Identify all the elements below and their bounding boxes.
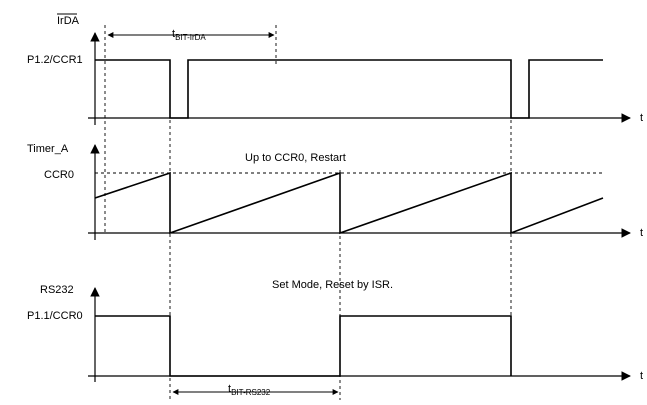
irda-time-label: t xyxy=(640,112,643,124)
timer-ccr0-label: CCR0 xyxy=(44,169,74,181)
irda-panel: IrDA P1.2/CCR1 t tBIT-IrDA xyxy=(27,13,643,125)
rs232-waveform xyxy=(95,315,512,377)
rs232-bit-sub: BIT-RS232 xyxy=(231,388,271,397)
rs232-label: RS232 xyxy=(40,284,74,296)
irda-pin-label: P1.2/CCR1 xyxy=(27,54,83,66)
irda-waveform xyxy=(95,59,603,119)
timer-time-label: t xyxy=(640,227,643,239)
irda-label: IrDA xyxy=(57,15,80,27)
rs232-annotation: Set Mode, Reset by ISR. xyxy=(272,279,393,291)
rs232-bit-dimension-label: tBIT-RS232 xyxy=(228,383,271,397)
timer-panel: Timer_A CCR0 t Up to CCR0, Restart xyxy=(27,143,643,240)
timer-annotation: Up to CCR0, Restart xyxy=(245,152,346,164)
rs232-panel: RS232 P1.1/CCR0 t Set Mode, Reset by ISR… xyxy=(27,279,643,397)
timer-sawtooth xyxy=(94,171,604,235)
rs232-pin-label: P1.1/CCR0 xyxy=(27,310,83,322)
rs232-time-label: t xyxy=(640,370,643,382)
timer-label: Timer_A xyxy=(27,143,69,155)
irda-bit-t: t xyxy=(172,28,175,40)
irda-bit-dimension-label: tBIT-IrDA xyxy=(172,28,206,42)
irda-bit-sub: BIT-IrDA xyxy=(175,33,206,42)
rs232-bit-t: t xyxy=(228,383,231,395)
